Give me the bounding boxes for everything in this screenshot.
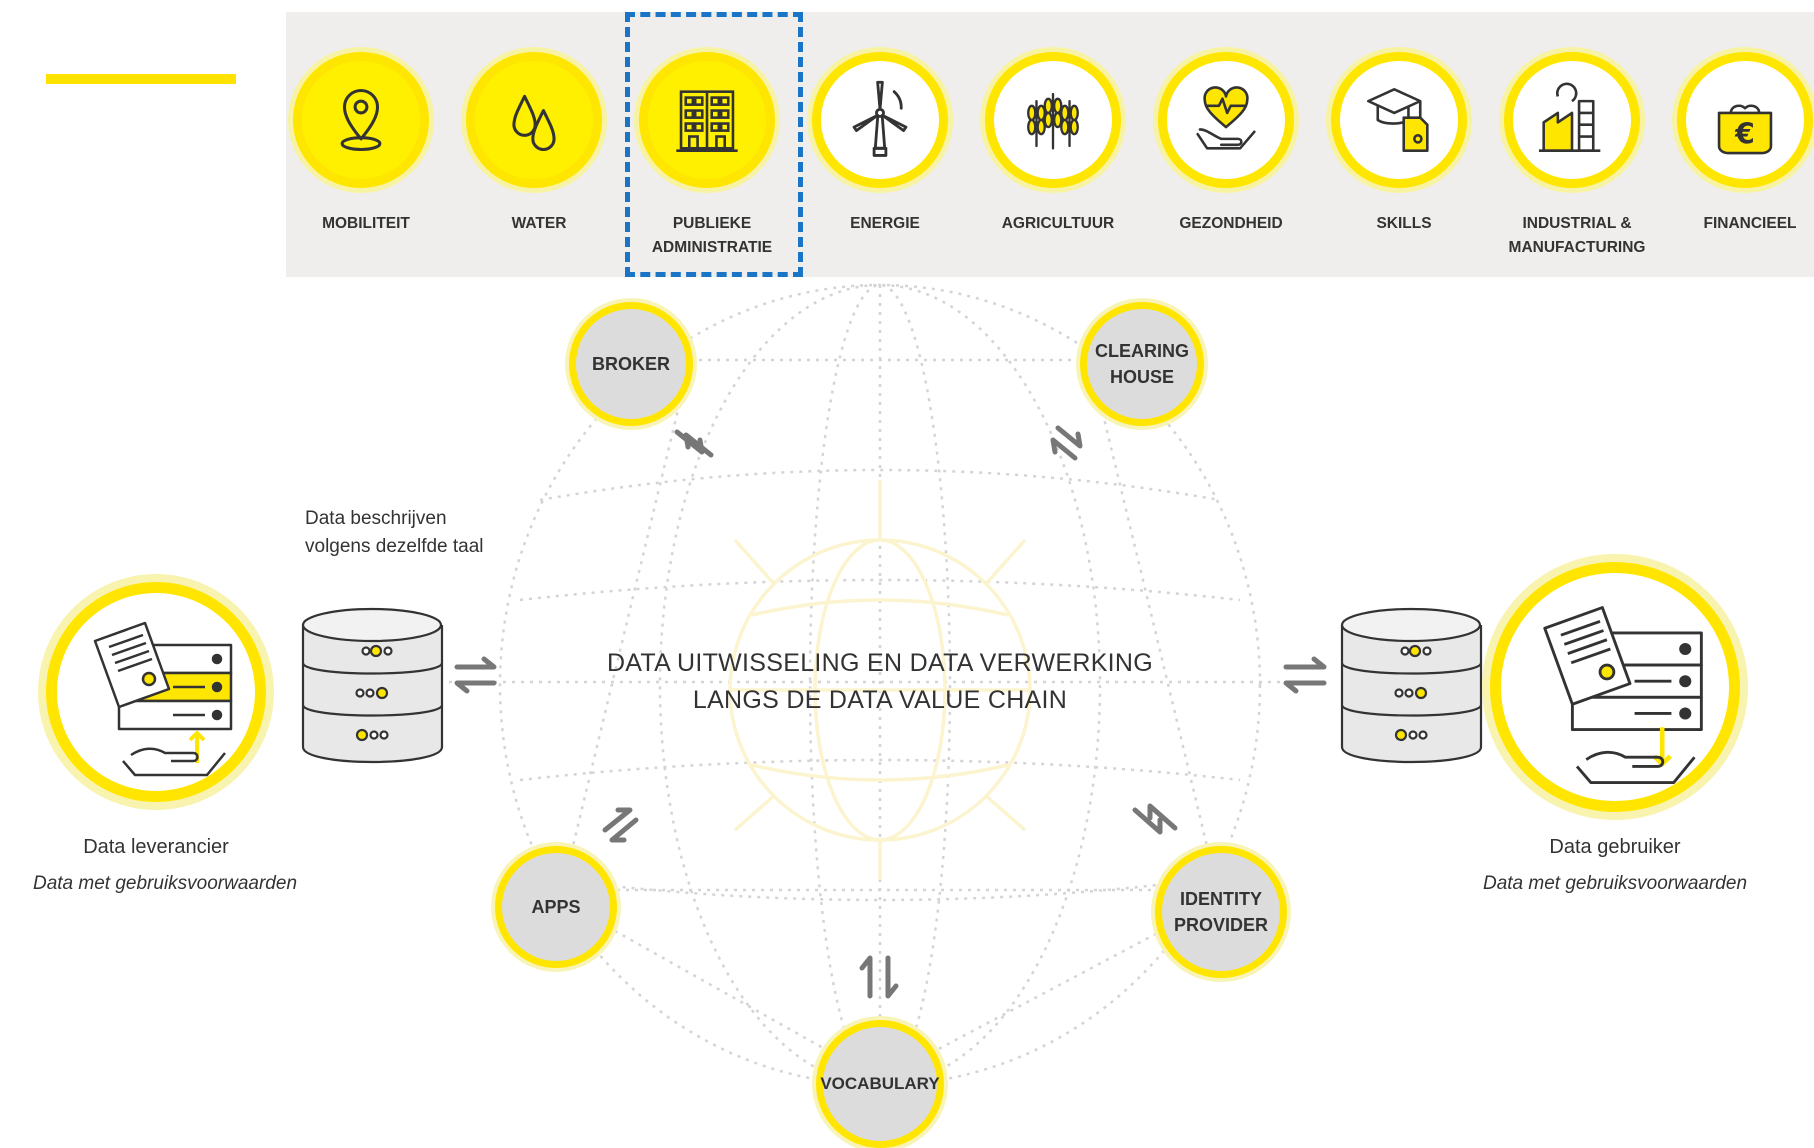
server-document-icon — [93, 621, 233, 777]
water-drops-icon — [466, 52, 602, 188]
wind-turbine-icon — [812, 52, 948, 188]
graduation-cap-icon — [1331, 52, 1467, 188]
exchange-arrows-icon — [602, 807, 639, 843]
network-parallel — [519, 578, 1241, 602]
node-apps[interactable]: APPS — [495, 846, 617, 968]
exchange-arrows-icon — [454, 656, 497, 694]
data-provider-name: Data leverancier — [83, 836, 229, 858]
sector-label: WATER — [511, 215, 567, 232]
selected-sector-highlight — [625, 12, 803, 277]
database-icon — [301, 607, 444, 764]
node-vocabulary[interactable]: VOCABULARY — [816, 1020, 944, 1148]
node-label: BROKER — [591, 354, 670, 374]
network-parallel — [559, 878, 1201, 902]
sector-label: ENERGIE — [850, 215, 920, 232]
data-description-caption: Data beschrijven volgens dezelfde taal — [305, 508, 484, 557]
node-identity-provider[interactable]: IDENTITY PROVIDER — [1155, 846, 1287, 978]
svg-text:€: € — [1734, 118, 1755, 151]
sector-label: SKILLS — [1376, 215, 1432, 232]
data-consumer-sub: Data met gebruiksvoorwaarden — [1482, 873, 1748, 894]
data-consumer-circle — [1490, 562, 1740, 812]
node-clearing-house[interactable]: CLEARING HOUSE — [1080, 302, 1204, 426]
data-consumer-name: Data gebruiker — [1549, 836, 1681, 858]
sector-publieke-administratie[interactable]: PUBLIEKE ADMINISTRATIE — [627, 12, 797, 277]
network-link — [1088, 359, 1222, 901]
data-provider-sub: Data met gebruiksvoorwaarden — [32, 873, 298, 894]
building-icon — [639, 52, 775, 188]
map-pin-icon — [293, 52, 429, 188]
network-parallel — [539, 468, 1221, 502]
sector-label: MOBILITEIT — [322, 215, 410, 232]
center-title: DATA UITWISSELING EN DATA VERWERKING LAN… — [560, 645, 1200, 719]
sector-industrial-manufacturing[interactable]: INDUSTRIAL & MANUFACTURING — [1492, 12, 1662, 277]
sector-mobiliteit[interactable]: MOBILITEIT — [281, 12, 451, 277]
globe-watermark — [728, 480, 1032, 880]
center-title-line: LANGS DE DATA VALUE CHAIN — [692, 686, 1068, 714]
sector-label: INDUSTRIAL & MANUFACTURING — [1508, 215, 1646, 256]
euro-wallet-icon: € — [1677, 52, 1813, 188]
factory-icon — [1504, 52, 1640, 188]
exchange-arrows-icon — [1050, 425, 1083, 461]
data-provider-circle — [46, 582, 266, 802]
network-link — [558, 359, 692, 901]
node-broker[interactable]: BROKER — [569, 302, 693, 426]
sector-label: FINANCIEEL — [1703, 215, 1797, 232]
sector-skills[interactable]: SKILLS — [1319, 12, 1489, 277]
exchange-arrows-icon — [859, 955, 899, 999]
sector-water[interactable]: WATER — [454, 12, 624, 277]
accent-line — [46, 74, 236, 84]
exchange-arrows-icon — [1132, 803, 1178, 835]
sector-agricultuur[interactable]: AGRICULTUUR — [973, 12, 1143, 277]
node-label: APPS — [531, 897, 581, 917]
sector-label: GEZONDHEID — [1179, 215, 1283, 232]
database-icon — [1340, 607, 1483, 764]
sector-financieel[interactable]: € FINANCIEEL — [1665, 12, 1814, 277]
heart-hand-icon — [1158, 52, 1294, 188]
node-label: VOCABULARY — [820, 1074, 940, 1093]
exchange-arrows-icon — [674, 429, 714, 458]
server-document-icon — [1543, 606, 1703, 785]
sector-label: AGRICULTUUR — [1001, 215, 1115, 232]
wheat-icon — [985, 52, 1121, 188]
exchange-arrows-icon — [1283, 656, 1327, 694]
sector-gezondheid[interactable]: GEZONDHEID — [1146, 12, 1316, 277]
node-label: CLEARING HOUSE — [1095, 341, 1189, 387]
network-parallel — [519, 758, 1241, 782]
node-label: IDENTITY PROVIDER — [1174, 889, 1269, 935]
sector-energie[interactable]: ENERGIE — [800, 12, 970, 277]
sector-label: PUBLIEKE ADMINISTRATIE — [651, 215, 773, 256]
center-title-line: DATA UITWISSELING EN DATA VERWERKING — [606, 649, 1154, 677]
